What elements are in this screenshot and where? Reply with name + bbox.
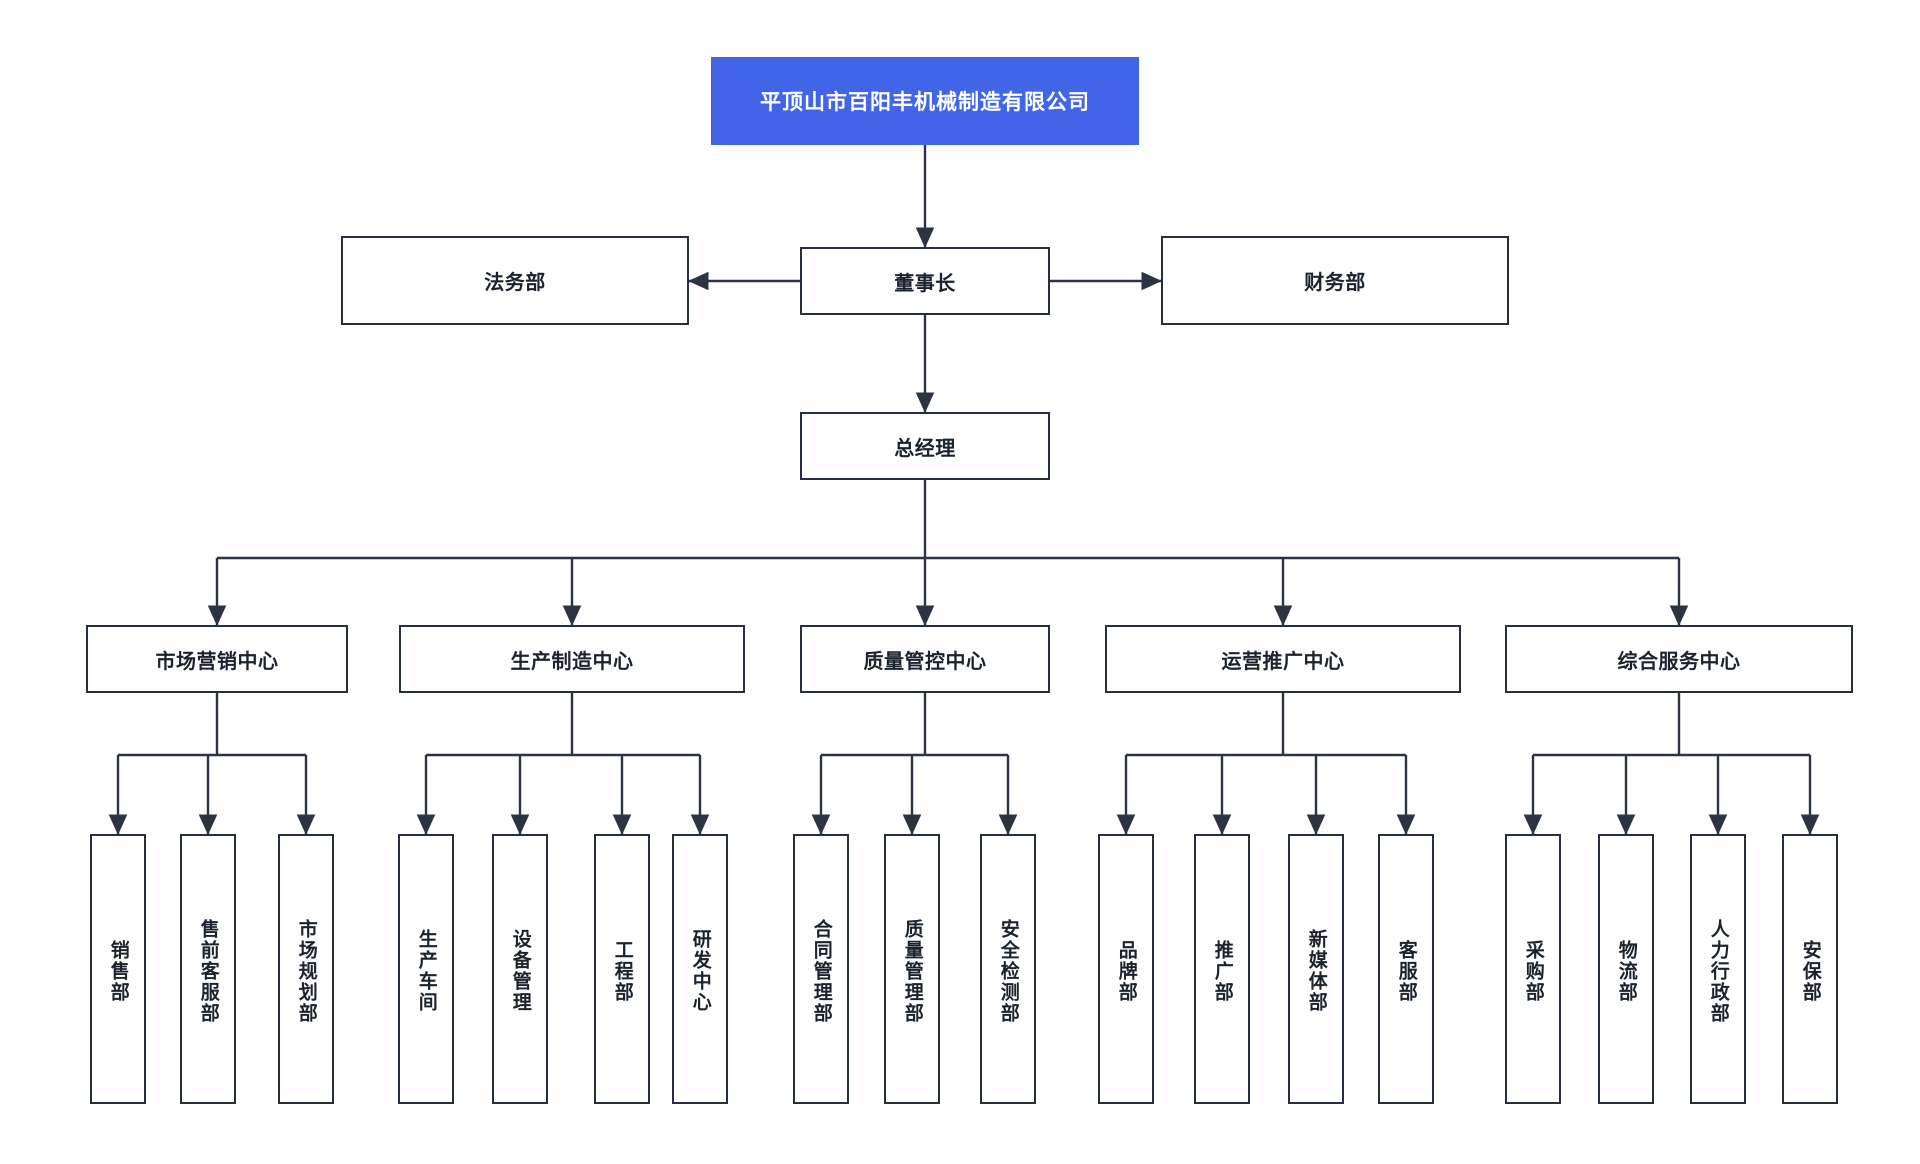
node-department-operations-1[interactable]: 推广部	[1194, 834, 1250, 1104]
node-center-label: 生产制造中心	[510, 650, 634, 673]
node-department-services-2[interactable]: 人力行政部	[1690, 834, 1746, 1104]
node-department-label: 销售部	[107, 939, 129, 1003]
node-center-manufacturing[interactable]: 生产制造中心	[399, 625, 745, 693]
node-general-manager-label: 总经理	[894, 437, 956, 460]
node-department-quality-0[interactable]: 合同管理部	[793, 834, 849, 1104]
node-department-services-3[interactable]: 安保部	[1782, 834, 1838, 1104]
node-center-label: 质量管控中心	[863, 650, 987, 673]
node-legal-label: 法务部	[484, 272, 546, 294]
node-department-marketing-0[interactable]: 销售部	[90, 834, 146, 1104]
node-department-operations-2[interactable]: 新媒体部	[1288, 834, 1344, 1104]
node-department-label: 市场规划部	[295, 918, 317, 1024]
node-department-manufacturing-1[interactable]: 设备管理	[492, 834, 548, 1104]
node-department-manufacturing-0[interactable]: 生产车间	[398, 834, 454, 1104]
node-department-label: 售前客服部	[197, 918, 219, 1024]
node-center-label: 市场营销中心	[155, 650, 279, 673]
node-department-marketing-1[interactable]: 售前客服部	[180, 834, 236, 1104]
node-department-operations-3[interactable]: 客服部	[1378, 834, 1434, 1104]
node-department-label: 客服部	[1395, 939, 1417, 1003]
node-department-label: 安保部	[1799, 939, 1821, 1003]
node-department-marketing-2[interactable]: 市场规划部	[278, 834, 334, 1104]
node-chairman[interactable]: 董事长	[800, 247, 1050, 315]
node-department-label: 新媒体部	[1305, 929, 1327, 1013]
node-department-label: 合同管理部	[810, 918, 832, 1024]
node-department-services-1[interactable]: 物流部	[1598, 834, 1654, 1104]
node-center-label: 综合服务中心	[1617, 650, 1741, 673]
node-center-marketing[interactable]: 市场营销中心	[86, 625, 348, 693]
node-center-operations[interactable]: 运营推广中心	[1105, 625, 1461, 693]
node-department-operations-0[interactable]: 品牌部	[1098, 834, 1154, 1104]
node-department-label: 推广部	[1211, 939, 1233, 1003]
node-finance-label: 财务部	[1304, 272, 1366, 294]
node-department-manufacturing-2[interactable]: 工程部	[594, 834, 650, 1104]
node-chairman-label: 董事长	[894, 272, 956, 295]
node-department-manufacturing-3[interactable]: 研发中心	[672, 834, 728, 1104]
root-company-node[interactable]: 平顶山市百阳丰机械制造有限公司	[711, 57, 1139, 145]
node-finance-department[interactable]: 财务部	[1161, 236, 1509, 325]
node-department-label: 质量管理部	[901, 918, 923, 1024]
node-department-label: 安全检测部	[997, 918, 1019, 1024]
node-center-label: 运营推广中心	[1221, 650, 1345, 673]
node-center-quality[interactable]: 质量管控中心	[800, 625, 1050, 693]
root-company-label: 平顶山市百阳丰机械制造有限公司	[760, 91, 1090, 114]
node-department-quality-2[interactable]: 安全检测部	[980, 834, 1036, 1104]
node-legal-department[interactable]: 法务部	[341, 236, 689, 325]
node-department-label: 采购部	[1522, 939, 1544, 1003]
node-department-label: 工程部	[611, 939, 633, 1003]
node-department-label: 设备管理	[509, 929, 531, 1013]
node-department-label: 生产车间	[415, 929, 437, 1013]
node-department-quality-1[interactable]: 质量管理部	[884, 834, 940, 1104]
node-department-label: 人力行政部	[1707, 918, 1729, 1024]
node-department-services-0[interactable]: 采购部	[1505, 834, 1561, 1104]
node-department-label: 物流部	[1615, 939, 1637, 1003]
node-department-label: 品牌部	[1115, 939, 1137, 1003]
node-center-services[interactable]: 综合服务中心	[1505, 625, 1853, 693]
node-department-label: 研发中心	[689, 929, 711, 1013]
node-general-manager[interactable]: 总经理	[800, 412, 1050, 480]
